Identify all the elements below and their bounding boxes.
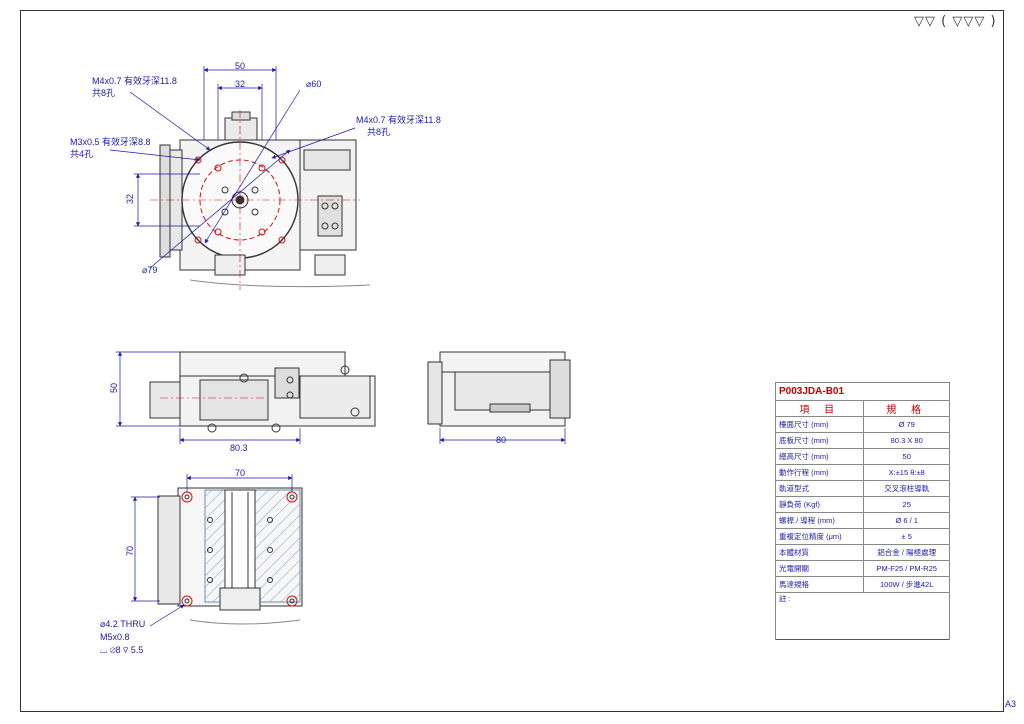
table-row: 靜負荷 (Kgf)25 bbox=[774, 496, 950, 513]
bottom-callout-line2: M5x0.8 bbox=[100, 632, 130, 642]
top-dim-32-vertical: 32 bbox=[125, 193, 135, 204]
header-spec: 規 格 bbox=[863, 400, 950, 417]
table-row: 軌道型式交叉滾柱導軌 bbox=[774, 480, 950, 497]
callout-m4-right-line1: M4x0.7 有效牙深11.8 bbox=[356, 115, 441, 125]
table-row: 動作行程 (mm)X:±15 θ:±8 bbox=[774, 464, 950, 481]
top-view bbox=[109, 66, 371, 290]
surface-finish-symbol: ▽▽ ( ▽▽▽ ) bbox=[914, 14, 997, 29]
callout-m4-left-line1: M4x0.7 有效牙深11.8 bbox=[92, 76, 177, 86]
side-dim-80: 80 bbox=[496, 435, 507, 445]
note-label: 註 : bbox=[775, 592, 950, 640]
table-row: 重複定位精度 (μm)± 5 bbox=[774, 528, 950, 545]
header-item: 項 目 bbox=[774, 400, 865, 417]
callout-m3-line1: M3x0.5 有效牙深8.8 bbox=[70, 137, 151, 147]
bottom-view bbox=[131, 474, 303, 627]
bottom-dim-70: 70 bbox=[235, 468, 246, 478]
table-row: 底板尺寸 (mm)80.3 X 80 bbox=[774, 432, 950, 449]
sheet-size-label: A3 bbox=[1005, 699, 1017, 709]
callout-m4-right-line2: 共8孔 bbox=[367, 127, 391, 137]
table-row: 總高尺寸 (mm)50 bbox=[774, 448, 950, 465]
spec-table: P003JDA-B01 項 目 規 格 檯面尺寸 (mm)Ø 79 底板尺寸 (… bbox=[774, 382, 950, 640]
callout-m4-left-line2: 共8孔 bbox=[92, 88, 116, 98]
top-dim-phi79: ⌀79 bbox=[142, 265, 158, 275]
table-row: 檯面尺寸 (mm)Ø 79 bbox=[774, 416, 950, 433]
bottom-callout-line1: ⌀4.2 THRU bbox=[100, 619, 146, 629]
model-number: P003JDA-B01 bbox=[775, 382, 950, 401]
front-dim-50: 50 bbox=[109, 382, 119, 393]
top-dim-50: 50 bbox=[235, 61, 246, 71]
bottom-callout-line3: ⌴ ⌀8 ⊽ 5.5 bbox=[100, 645, 144, 655]
table-row: 本體材質鋁合金 / 陽極處理 bbox=[774, 544, 950, 561]
top-dim-32: 32 bbox=[235, 79, 246, 89]
side-view bbox=[427, 351, 571, 444]
front-dim-80-3: 80.3 bbox=[230, 443, 248, 453]
front-view bbox=[116, 351, 376, 444]
bottom-dim-70-vertical: 70 bbox=[125, 545, 135, 556]
table-row: 螺桿 / 導程 (mm)Ø 6 / 1 bbox=[774, 512, 950, 529]
drawing-border bbox=[20, 10, 1004, 712]
callout-m3-line2: 共4孔 bbox=[70, 149, 94, 159]
top-dim-phi60: ⌀60 bbox=[306, 79, 322, 89]
